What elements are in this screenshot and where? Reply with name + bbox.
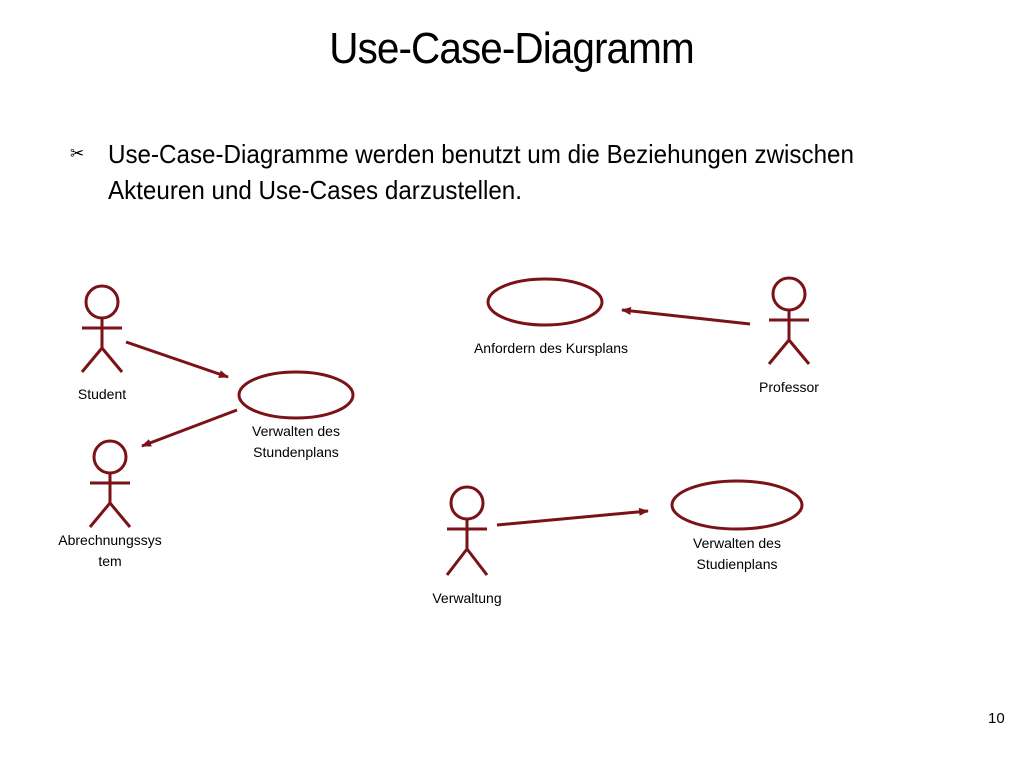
actor-student-icon [80,284,124,373]
actor-label-abrechnungssystem-line-2: tem [98,553,122,569]
usecase-label-kursplan: Anfordern des Kursplans [473,340,629,356]
actor-label-abrechnungssystem-line-1: Abrechnungssys [58,532,162,548]
actor-verwaltung-icon [445,485,489,576]
actor-label-student: Student [77,386,127,402]
bullet-text-line-2: Akteuren und Use-Cases darzustellen. [108,175,522,205]
arrow-professor-to-kursplan [621,307,751,326]
actor-label-verwaltung: Verwaltung [432,590,502,606]
actor-professor-icon [767,276,811,365]
usecase-label-stundenplan-line-1: Verwalten des [252,423,340,439]
page-number: 10 [988,710,1005,727]
actor-label-abrechnungssystem: Abrechnungssys tem [58,530,162,572]
usecase-label-studienplan-line-1: Verwalten des [693,535,781,551]
bullet-text: Use-Case-Diagramme werden benutzt um die… [108,136,889,208]
arrow-stundenplan-to-abrechnung [141,408,238,448]
arrow-verwaltung-to-studienplan [496,507,649,527]
usecase-studienplan-ellipse [670,479,804,531]
scissors-icon: ✂ [70,144,85,163]
usecase-kursplan-ellipse [486,277,604,327]
slide-title: Use-Case-Diagramm [329,24,694,73]
usecase-label-studienplan-line-2: Studienplans [696,556,778,572]
actor-abrechnungssystem-icon [88,439,132,528]
usecase-label-studienplan: Verwalten des Studienplans [693,533,781,575]
bullet-text-line-1: Use-Case-Diagramme werden benutzt um die… [108,139,854,169]
usecase-label-stundenplan-line-2: Stundenplans [253,444,339,460]
usecase-stundenplan-ellipse [237,370,355,420]
arrow-student-to-stundenplan [125,340,229,379]
usecase-label-stundenplan: Verwalten des Stundenplans [252,421,340,463]
actor-label-professor: Professor [759,379,819,395]
